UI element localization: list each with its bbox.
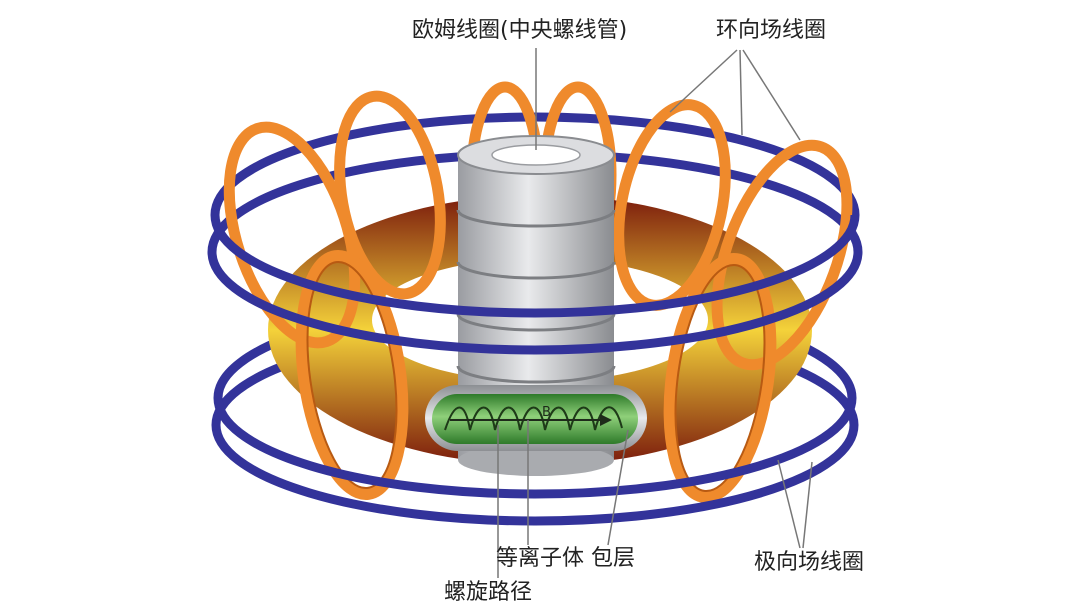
solenoid-segment-line — [456, 209, 616, 228]
poloidal-ring-4-front — [211, 424, 859, 526]
arrow-right-icon — [600, 414, 612, 426]
toroidal-coil-front-right-edge — [674, 263, 766, 493]
poloidal-coils-front — [207, 214, 863, 526]
leader-plasma-2 — [607, 429, 629, 546]
ohmic-coil-label: 欧姆线圈(中央螺线管) — [412, 18, 628, 43]
leader-lines — [497, 48, 813, 578]
helical-path-label: 螺旋路径 — [444, 580, 533, 605]
toroidal-coil-front-left-edge — [306, 260, 398, 490]
solenoid-bottom — [458, 444, 614, 476]
poloidal-ring-1-front — [210, 214, 860, 318]
leader-toroidal-3 — [742, 49, 801, 141]
leader-toroidal-1 — [669, 49, 738, 113]
solenoid-segment-line — [456, 261, 616, 280]
toroidal-coils-front-edge — [306, 260, 766, 493]
poloidal-ring-2-front — [207, 251, 863, 355]
toroidal-coil-mid-right — [711, 139, 853, 371]
field-symbol: B — [542, 405, 551, 420]
poloidal-ring-3-front — [213, 397, 857, 499]
solenoid-segment-line — [456, 313, 616, 332]
leader-toroidal-2 — [739, 49, 743, 136]
toroidal-coil-front-right — [663, 252, 777, 504]
plasma-section: B — [425, 385, 647, 451]
toroidal-coil-label: 环向场线圈 — [716, 18, 827, 43]
leader-poloidal-1 — [777, 459, 801, 549]
toroidal-coil-mid-upper-left — [334, 90, 446, 300]
helix-icon — [444, 406, 623, 431]
toroidal-coil-front-left — [295, 249, 409, 501]
toroidal-coils-front — [295, 249, 777, 504]
solenoid-segment-line — [456, 365, 616, 384]
leader-poloidal-2 — [802, 461, 813, 549]
plasma-layer-label: 等离子体 包层 — [496, 546, 635, 571]
poloidal-coil-label: 极向场线圈 — [754, 550, 865, 575]
